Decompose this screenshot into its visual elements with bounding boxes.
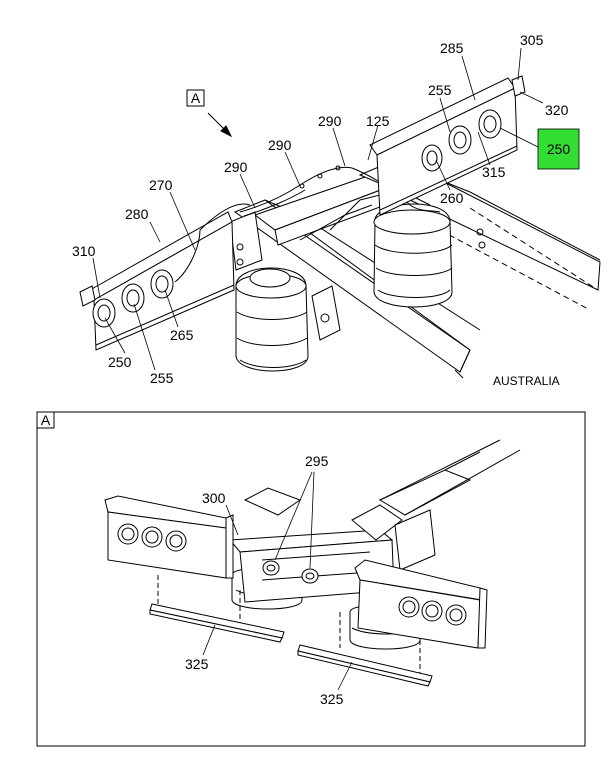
callout-310: 310 [72,243,96,259]
callout-255-bottom: 255 [150,370,174,386]
highlight-box [537,128,580,170]
callout-300: 300 [202,490,226,506]
air-spring-left [235,267,309,372]
callout-325-left: 325 [185,656,209,672]
mounting-brackets [229,211,486,341]
right-lamp-bar [369,75,526,216]
detail-callouts: 295 300 325 325 [185,453,344,707]
callout-265: 265 [170,327,194,343]
callout-255-top: 255 [428,82,452,98]
callout-270: 270 [149,177,173,193]
detail-view-frame: A [36,411,586,747]
view-arrowhead [220,125,233,138]
callout-290-mid: 290 [268,137,292,153]
callout-320: 320 [545,102,569,118]
detail-leader-lines [202,471,353,691]
callout-280: 280 [125,206,149,222]
upper-callouts: 305 285 320 255 250 290 125 315 290 260 … [72,32,580,388]
region-caption: AUSTRALIA [493,374,560,388]
callout-295: 295 [305,453,329,469]
callout-315: 315 [482,164,506,180]
callout-305: 305 [520,32,544,48]
left-lamp-bar [79,203,251,351]
detail-view-label: A [41,412,51,428]
main-assembly-drawing [79,75,601,379]
leader-lines [92,47,544,371]
callout-325-right: 325 [320,691,344,707]
detail-assembly-drawing [104,439,521,687]
view-marker: A [186,89,205,107]
callout-250-bottom: 250 [108,354,132,370]
callout-285: 285 [440,40,464,56]
callout-290-left: 290 [224,159,248,175]
callout-290-right: 290 [318,113,342,129]
view-marker-label: A [191,90,201,106]
callout-125: 125 [366,113,390,129]
callout-260: 260 [440,190,464,206]
air-spring-right [373,203,453,308]
callout-250-highlighted[interactable]: 250 [547,141,571,157]
